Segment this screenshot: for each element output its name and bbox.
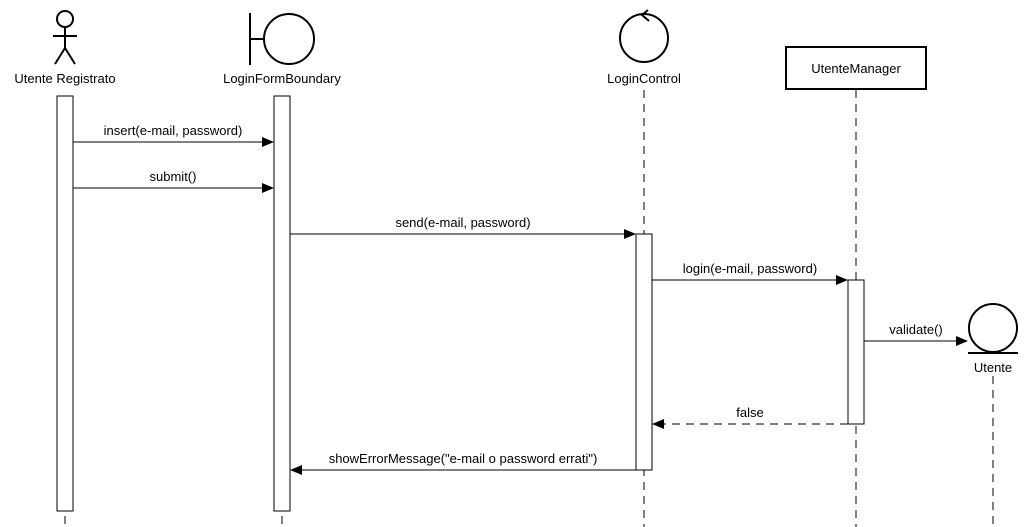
message-show-error-label: showErrorMessage("e-mail o password erra… [329,451,598,466]
participant-user-label: Utente Registrato [14,71,115,86]
activation-user [56,95,74,512]
message-login-label: login(e-mail, password) [683,261,817,276]
participant-manager-box [785,46,927,90]
actor-icon [53,10,77,65]
control-icon [619,9,669,63]
participant-control-label: LoginControl [607,71,681,86]
message-false-label: false [736,405,763,420]
boundary-icon [249,13,315,65]
activation-control [635,233,653,471]
activation-manager [847,279,865,425]
participant-manager-label: UtenteManager [811,61,901,76]
message-insert-label: insert(e-mail, password) [104,123,243,138]
participant-entity-label: Utente [974,360,1012,375]
entity-icon [968,303,1018,354]
message-validate-label: validate() [889,322,942,337]
message-send-label: send(e-mail, password) [395,215,530,230]
message-submit-label: submit() [150,169,197,184]
activation-boundary [273,95,291,512]
participant-boundary-label: LoginFormBoundary [223,71,341,86]
